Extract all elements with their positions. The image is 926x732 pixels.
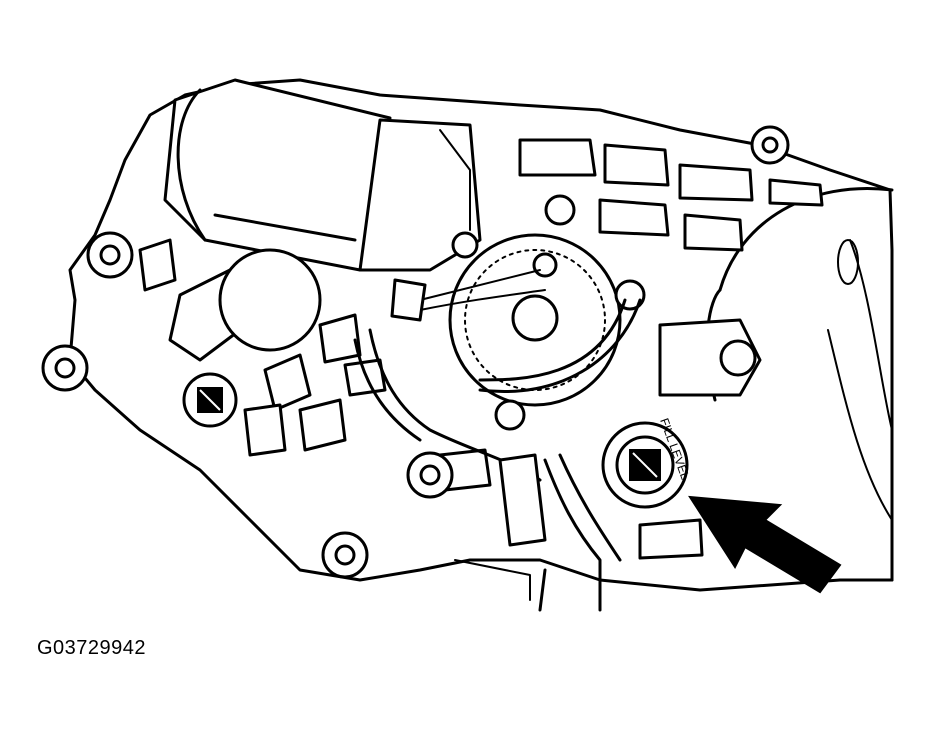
pointer-arrow bbox=[688, 495, 894, 594]
figure-id-label: G03729942 bbox=[37, 637, 147, 659]
position-sensor bbox=[419, 231, 646, 431]
shift-motor bbox=[163, 78, 482, 352]
wiring-harness bbox=[353, 278, 622, 612]
